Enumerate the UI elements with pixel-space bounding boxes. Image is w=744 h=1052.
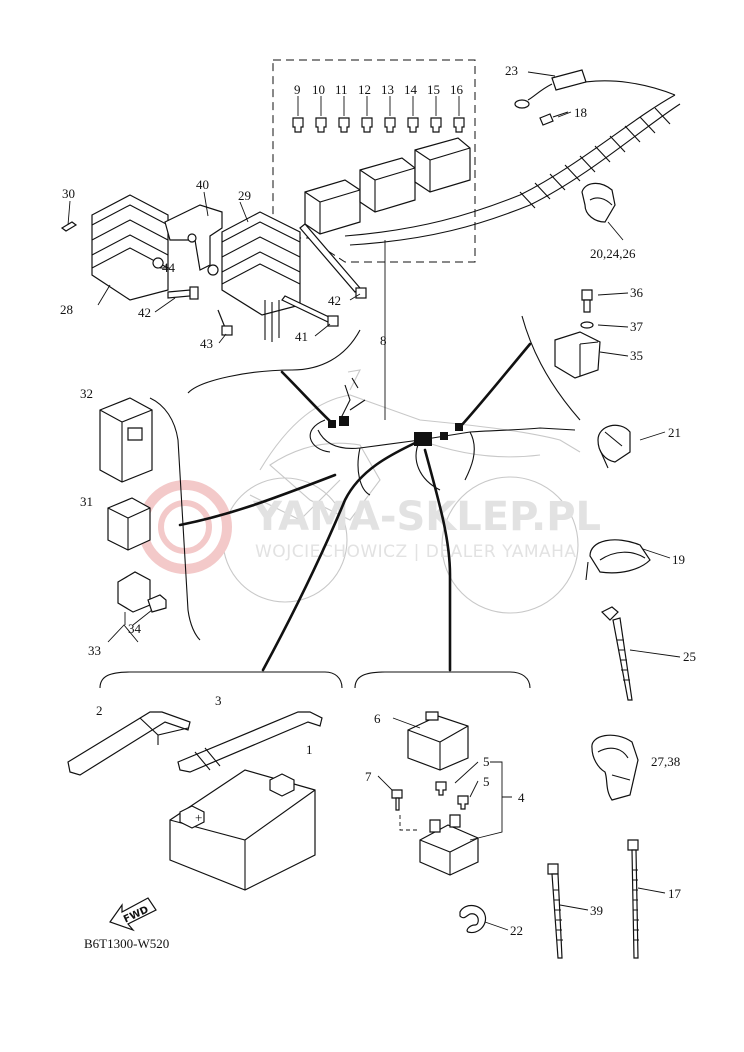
- leader-lines: [67, 71, 681, 658]
- callout-43: 43: [200, 336, 213, 351]
- callout-2: 2: [96, 703, 103, 718]
- callout-41: 41: [295, 329, 308, 344]
- callout-16: 16: [450, 82, 464, 97]
- watermark-dealer: WOJCIECHOWICZ | DEALER YAMAHA: [255, 542, 577, 562]
- rectifier-regulators: [60, 194, 301, 342]
- callout-29: 29: [238, 188, 251, 203]
- callout-1: 1: [306, 742, 313, 757]
- callout-3: 3: [215, 693, 222, 708]
- callout-28: 28: [60, 302, 73, 317]
- watermark-brand: YAMA-SKLEP.PL: [252, 494, 601, 540]
- callout-27-38: 27,38: [651, 754, 680, 769]
- callout-40: 40: [196, 177, 209, 192]
- callout-20-24-26: 20,24,26: [590, 246, 636, 261]
- motorcycle-outline: [222, 369, 581, 614]
- callout-33: 33: [88, 643, 101, 658]
- callout-labels: 1 2 3 4 5 5 6 7 8 9 10 11 12 13 14 15 16…: [60, 63, 696, 938]
- callout-36: 36: [630, 285, 644, 300]
- callout-6: 6: [374, 711, 381, 726]
- callout-8: 8: [380, 333, 387, 348]
- callout-12: 12: [358, 82, 371, 97]
- callout-23: 23: [505, 63, 518, 78]
- callout-31: 31: [80, 494, 93, 509]
- bolts: [167, 223, 367, 336]
- callout-44: 44: [162, 260, 176, 275]
- callout-11: 11: [335, 82, 348, 97]
- callout-13: 13: [381, 82, 394, 97]
- callout-42a: 42: [138, 305, 151, 320]
- watermark: YAMA-SKLEP.PL WOJCIECHOWICZ | DEALER YAM…: [138, 480, 601, 574]
- bold-leaders: [178, 342, 532, 672]
- cover-and-coupler: [554, 182, 616, 379]
- blade-fuses: [292, 96, 465, 133]
- callout-14: 14: [404, 82, 418, 97]
- callout-7: 7: [365, 769, 372, 784]
- clamps-right: [585, 424, 651, 801]
- bottom-fasteners: [459, 839, 666, 959]
- diagram-code: B6T1300-W520: [84, 936, 169, 951]
- callout-9: 9: [294, 82, 301, 97]
- callout-18: 18: [574, 105, 587, 120]
- callout-21: 21: [668, 425, 681, 440]
- fuse-boxes: [304, 137, 471, 235]
- forward-arrow-icon: FWD: [109, 897, 157, 932]
- callout-10: 10: [312, 82, 325, 97]
- relays-left: [99, 397, 167, 643]
- callout-34: 34: [128, 621, 142, 636]
- battery-1: +: [169, 769, 316, 891]
- callout-30: 30: [62, 186, 75, 201]
- callout-5b: 5: [483, 774, 490, 789]
- callout-37: 37: [630, 319, 644, 334]
- callout-22: 22: [510, 923, 523, 938]
- callout-39: 39: [590, 903, 603, 918]
- callout-15: 15: [427, 82, 440, 97]
- starter-relay-group: [377, 711, 512, 876]
- battery-bands: [67, 711, 323, 776]
- callout-5a: 5: [483, 754, 490, 769]
- harness-lead-23: [344, 69, 681, 246]
- callout-4: 4: [518, 790, 525, 805]
- callout-42b: 42: [328, 293, 341, 308]
- callout-19: 19: [672, 552, 685, 567]
- callout-25: 25: [683, 649, 696, 664]
- callout-35: 35: [630, 348, 643, 363]
- svg-text:+: +: [195, 810, 202, 825]
- callout-32: 32: [80, 386, 93, 401]
- callout-17: 17: [668, 886, 682, 901]
